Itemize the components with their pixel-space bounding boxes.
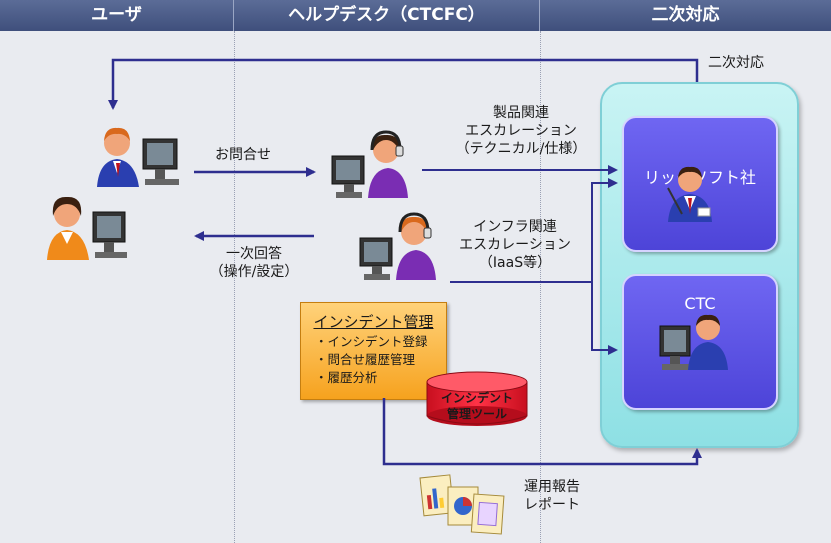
secondary-panel: リックソフト社 CTC bbox=[600, 82, 799, 448]
column-separator-2 bbox=[540, 31, 541, 543]
arrow-report bbox=[382, 398, 702, 466]
report-documents-icon bbox=[419, 474, 505, 535]
incident-management-box: インシデント管理 インシデント登録 問合せ履歴管理 履歴分析 bbox=[300, 302, 447, 400]
database-cylinder-icon bbox=[426, 371, 528, 426]
label-infra-esc-line2: エスカレーション bbox=[459, 237, 571, 253]
tool-label-line2: 管理ツール bbox=[446, 407, 507, 421]
label-first-answer: 一次回答 （操作/設定） bbox=[206, 245, 302, 281]
column-separator-1 bbox=[234, 31, 235, 543]
label-inquiry: お問合せ bbox=[215, 147, 271, 163]
arrow-infra-to-ctc bbox=[591, 282, 618, 355]
incident-title: インシデント管理 bbox=[313, 313, 434, 331]
header-secondary: 二次対応 bbox=[540, 0, 831, 31]
arrow-infra-escalation bbox=[450, 178, 618, 283]
vendor-box-ctc: CTC bbox=[622, 274, 778, 410]
user-person-icon bbox=[47, 196, 127, 260]
tool-label: インシデント 管理ツール bbox=[427, 390, 527, 422]
label-infra-escalation: インフラ関連 エスカレーション （IaaS等） bbox=[440, 218, 590, 272]
arrow-secondary-return bbox=[108, 58, 699, 110]
ctc-person-icon bbox=[659, 314, 728, 370]
tool-label-line1: インシデント bbox=[440, 391, 513, 405]
label-report-line2: レポート bbox=[524, 497, 580, 513]
label-product-escalation: 製品関連 エスカレーション （テクニカル/仕様） bbox=[446, 104, 596, 158]
incident-item: 履歴分析 bbox=[315, 369, 428, 387]
label-secondary-return: 二次対応 bbox=[708, 55, 764, 71]
label-product-esc-line3: （テクニカル/仕様） bbox=[455, 141, 587, 157]
user-person-icon bbox=[97, 127, 179, 187]
label-report: 運用報告 レポート bbox=[512, 478, 592, 514]
presenter-person-icon bbox=[667, 166, 712, 222]
header-user: ユーザ bbox=[0, 0, 234, 31]
vendor-title-ctc: CTC bbox=[684, 294, 716, 313]
incident-list: インシデント登録 問合せ履歴管理 履歴分析 bbox=[315, 333, 428, 387]
label-infra-esc-line1: インフラ関連 bbox=[473, 219, 557, 235]
header-helpdesk: ヘルプデスク（CTCFC） bbox=[234, 0, 540, 31]
label-first-answer-line2: （操作/設定） bbox=[209, 264, 299, 280]
incident-item: インシデント登録 bbox=[315, 333, 428, 351]
operator-headset-icon bbox=[359, 212, 436, 280]
operator-headset-icon bbox=[331, 130, 408, 198]
label-product-esc-line2: エスカレーション bbox=[465, 123, 577, 139]
label-infra-esc-line3: （IaaS等） bbox=[478, 255, 552, 271]
label-first-answer-line1: 一次回答 bbox=[226, 246, 282, 262]
label-product-esc-line1: 製品関連 bbox=[493, 105, 549, 121]
label-report-line1: 運用報告 bbox=[524, 479, 580, 495]
incident-item: 問合せ履歴管理 bbox=[315, 351, 428, 369]
